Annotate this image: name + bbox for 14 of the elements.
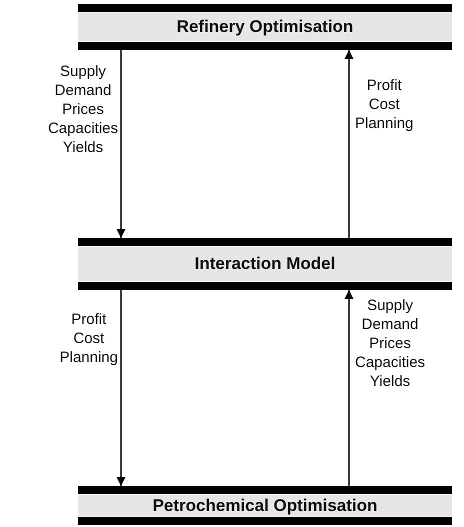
band-title: Interaction Model	[194, 254, 336, 274]
band	[78, 4, 452, 50]
band	[78, 486, 452, 525]
edge-label: Profit Cost Planning	[355, 76, 414, 133]
edge-label: Profit Cost Planning	[60, 310, 118, 367]
edge-label: Supply Demand Prices Capacities Yields	[48, 62, 118, 157]
arrow	[116, 50, 126, 238]
band-title: Petrochemical Optimisation	[152, 496, 378, 516]
arrow	[344, 290, 354, 486]
band	[78, 238, 452, 290]
arrow	[116, 290, 126, 486]
edge-label: Supply Demand Prices Capacities Yields	[355, 296, 426, 391]
arrow	[344, 50, 354, 238]
band-title: Refinery Optimisation	[176, 17, 354, 37]
